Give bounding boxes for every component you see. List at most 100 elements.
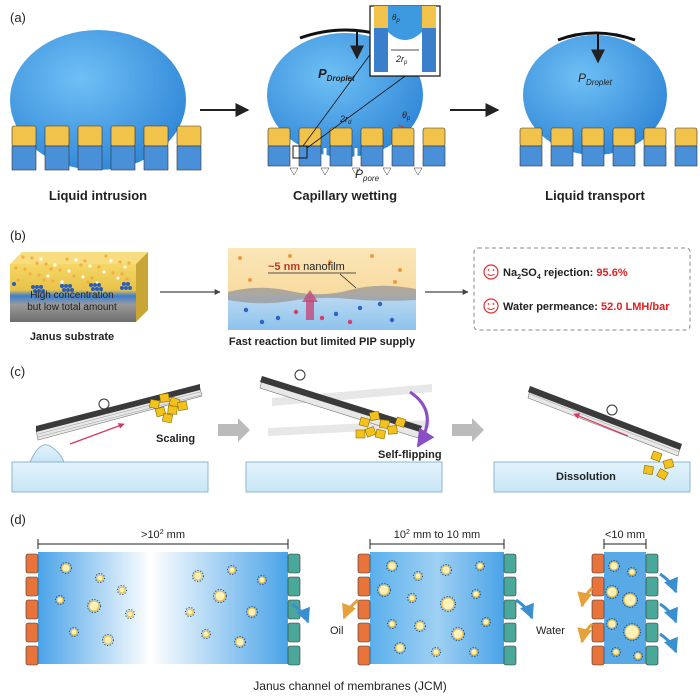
pillar-base xyxy=(519,145,543,167)
oil-droplet-shell xyxy=(102,634,114,646)
pillar-base xyxy=(176,145,202,171)
oil-droplet-shell xyxy=(69,627,79,637)
particle xyxy=(116,276,120,280)
dissolving-crystals xyxy=(643,450,675,481)
channel-wide: >102 mm xyxy=(25,529,310,666)
particle xyxy=(123,265,127,269)
oil-droplet xyxy=(103,635,113,645)
oleophilic-cap xyxy=(591,553,605,574)
molecule xyxy=(398,268,402,272)
particle xyxy=(89,283,93,287)
particle xyxy=(35,261,39,265)
oil-droplet-shell xyxy=(440,596,456,612)
particle xyxy=(124,286,128,290)
molecule xyxy=(293,309,299,315)
oil-droplet xyxy=(441,597,455,611)
oil-droplet xyxy=(470,648,478,656)
oil-droplet xyxy=(441,565,451,575)
particle xyxy=(14,266,18,270)
oil-droplet xyxy=(118,586,126,594)
oil-droplet-shell xyxy=(475,561,485,571)
zoom-inset: 2rp θp xyxy=(369,5,441,77)
particle xyxy=(70,288,74,292)
oil-droplet xyxy=(228,566,236,574)
substrate-caption: Janus substrate xyxy=(30,331,114,343)
theta-label-pore: θp xyxy=(392,13,400,24)
oil-droplet-shell xyxy=(451,627,465,641)
oil-droplet xyxy=(612,648,620,656)
oil-droplet xyxy=(609,561,619,571)
particle xyxy=(16,278,20,282)
oil-droplet xyxy=(387,561,397,571)
particle xyxy=(53,263,57,267)
pillar-base xyxy=(360,145,384,167)
particle xyxy=(79,263,83,267)
pillar-top xyxy=(143,125,169,147)
particle xyxy=(39,257,43,261)
water-label: Water xyxy=(536,625,565,637)
particle xyxy=(30,256,34,260)
oleophilic-cap xyxy=(357,576,371,597)
molecule xyxy=(389,317,395,323)
particle xyxy=(128,286,132,290)
hydrophilic-cap xyxy=(503,576,517,597)
pillar-top xyxy=(176,125,202,147)
oil-droplet-shell xyxy=(246,606,258,618)
pore-flow-arrowhead xyxy=(382,167,392,176)
oil-droplet xyxy=(258,576,266,584)
crystal xyxy=(650,450,663,462)
oil-droplet xyxy=(476,562,484,570)
particle xyxy=(31,285,35,289)
particle xyxy=(33,289,37,293)
rejection-text: Na2SO4 rejection: 95.6% xyxy=(503,267,628,281)
oil-droplet xyxy=(606,586,618,598)
hydrophilic-cap xyxy=(645,645,659,666)
pillar-top xyxy=(391,127,415,147)
oil-droplet-shell xyxy=(125,609,135,619)
particle xyxy=(109,259,113,263)
oil-droplet xyxy=(623,593,637,607)
particle xyxy=(37,289,41,293)
crystal xyxy=(355,429,366,439)
particle xyxy=(91,287,95,291)
oil-droplet xyxy=(388,620,396,628)
hydrophilic-cap xyxy=(503,599,517,620)
hydrophilic-cap xyxy=(287,622,301,643)
channel-wide-caps xyxy=(25,553,301,666)
crystal xyxy=(177,400,188,411)
particle xyxy=(120,286,124,290)
oleophilic-cap xyxy=(25,576,39,597)
oil-droplet-shell xyxy=(440,564,452,576)
smile-icon xyxy=(483,264,499,280)
pore-flow-arrowhead xyxy=(289,167,299,176)
pillar-base xyxy=(11,145,37,171)
oil-droplet-shell xyxy=(481,617,491,627)
caption-liquid-intrusion: Liquid intrusion xyxy=(49,188,147,203)
stage-dissolution: Dissolution xyxy=(493,386,691,493)
droplet-3 xyxy=(523,35,667,155)
oil-droplet-shell xyxy=(471,589,481,599)
oleophilic-cap xyxy=(357,645,371,666)
particle xyxy=(41,289,45,293)
oil-droplet-shell xyxy=(257,575,267,585)
particle xyxy=(102,270,106,274)
pillar-top xyxy=(44,125,70,147)
molecule xyxy=(248,278,252,282)
p-pore-label: Ppore xyxy=(355,167,380,183)
oil-droplet-shell xyxy=(117,585,127,595)
pillar-base xyxy=(329,145,353,167)
oil-droplet-shell xyxy=(605,585,619,599)
self-flipping-label: Self-flipping xyxy=(378,449,442,461)
oil-droplet-shell xyxy=(606,618,618,630)
pillar-top xyxy=(581,127,605,147)
particle xyxy=(126,282,130,286)
crystal xyxy=(154,406,167,418)
oil-droplet-shell xyxy=(413,571,423,581)
substrate-text-1: High concentration xyxy=(30,290,113,301)
pillar-top xyxy=(360,127,384,147)
particle xyxy=(51,279,55,283)
crystal xyxy=(379,419,390,429)
oil-droplet xyxy=(607,619,617,629)
particle xyxy=(93,283,97,287)
particle xyxy=(99,287,103,291)
